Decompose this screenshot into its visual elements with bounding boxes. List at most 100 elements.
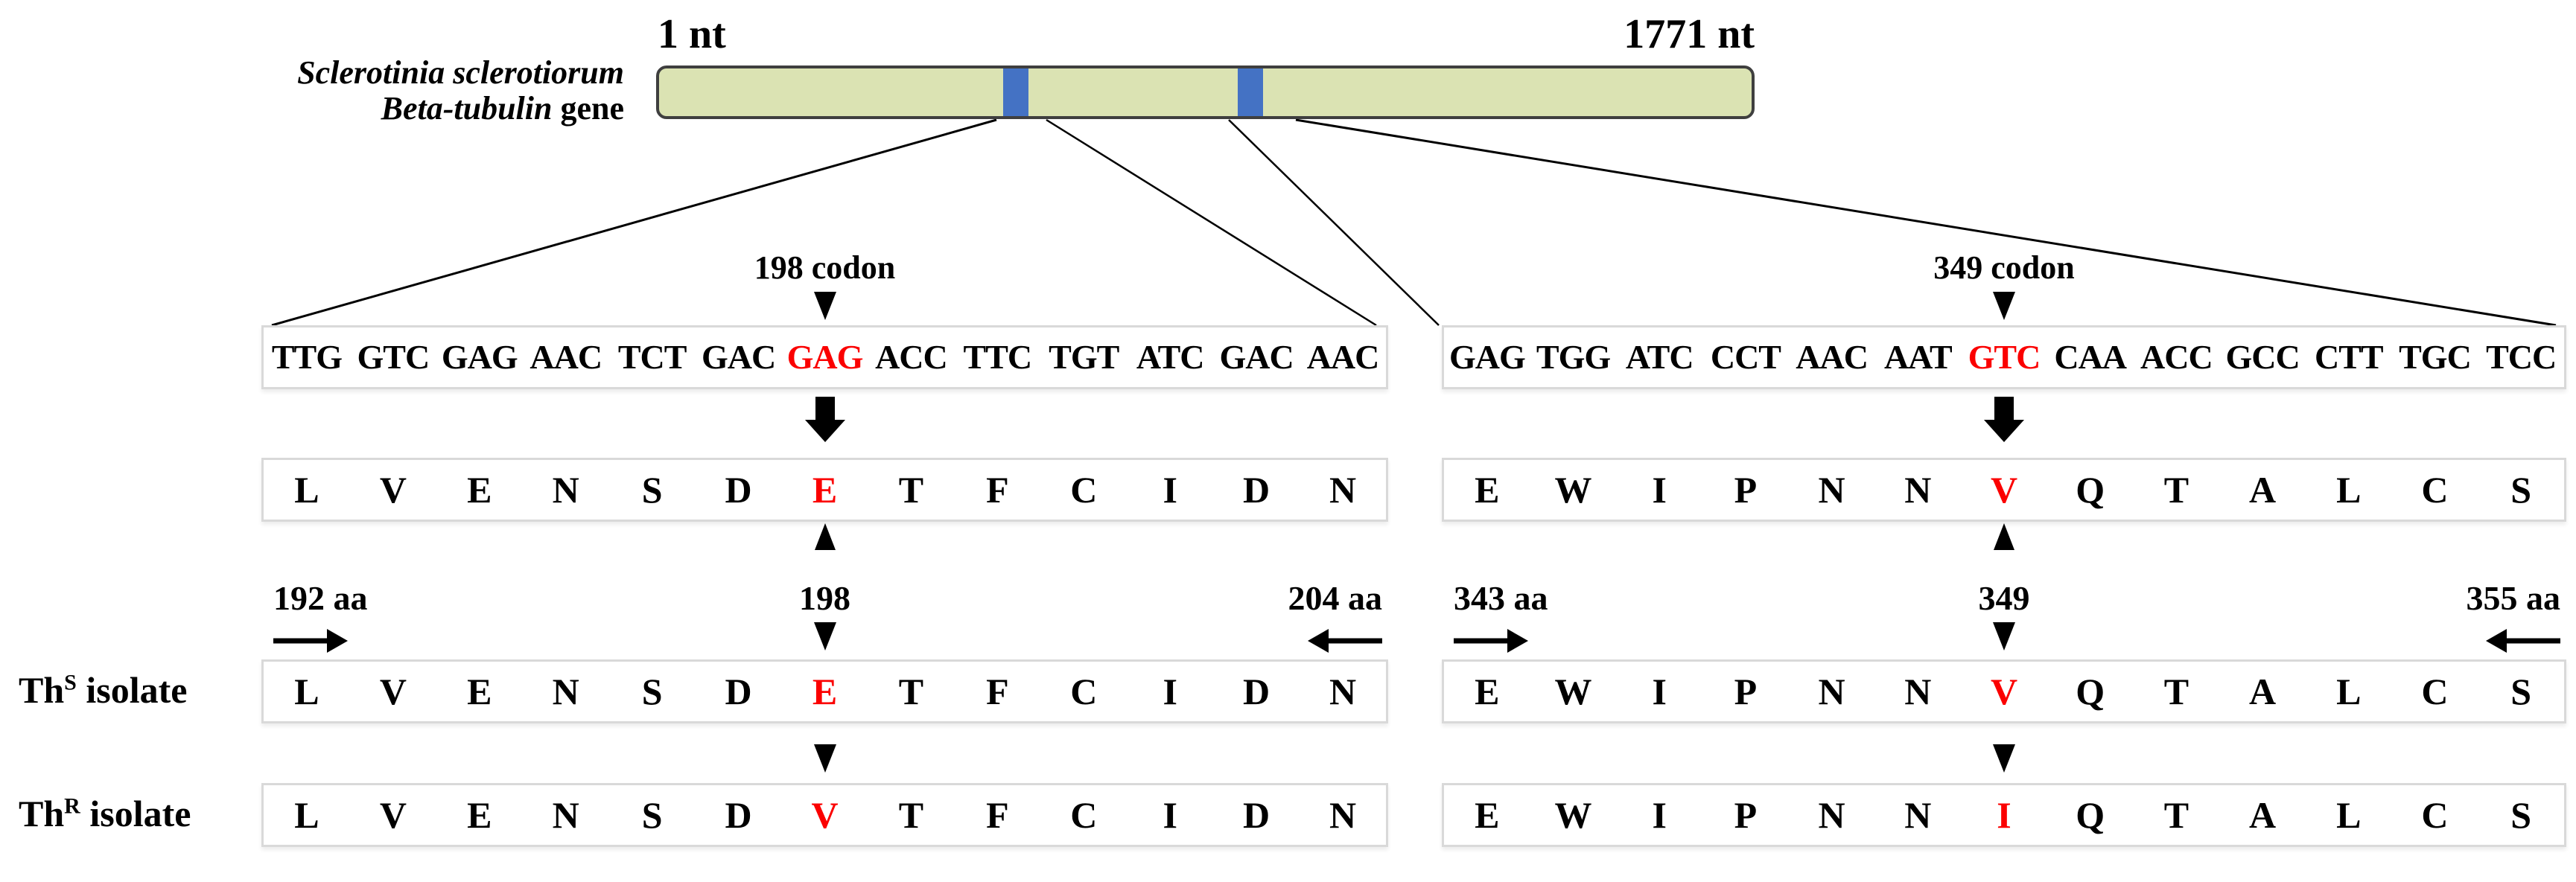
- down-triangle-icon: [813, 744, 836, 773]
- down-triangle-icon: [1993, 622, 2015, 651]
- seq-cell: E: [1475, 671, 1500, 712]
- seq-cell: S: [2510, 671, 2532, 712]
- seq-cell: P: [1734, 794, 1758, 836]
- seq-cell: V: [379, 671, 407, 712]
- highlighted-seq-cell: V: [1990, 469, 2018, 511]
- seq-cell: TGC: [2399, 338, 2472, 376]
- seq-cell: F: [986, 469, 1009, 511]
- seq-cell: C: [2421, 794, 2449, 836]
- seq-cell: P: [1734, 671, 1758, 712]
- arrow-stem: [1994, 397, 2014, 420]
- seq-cell: V: [379, 794, 407, 836]
- seq-cell: GCC: [2225, 338, 2300, 376]
- superscript-s: S: [64, 670, 77, 695]
- seq-cell: D: [1243, 671, 1270, 712]
- up-triangle-icon: [814, 523, 836, 550]
- seq-cell: TTC: [963, 338, 1033, 376]
- highlighted-seq-cell: GAG: [786, 338, 864, 376]
- seq-cell: I: [1652, 469, 1667, 511]
- seq-cell: T: [2163, 794, 2189, 836]
- seq-cell: E: [1475, 794, 1500, 836]
- arrow-head: [1984, 420, 2024, 442]
- codon-position-label: 349: [1978, 579, 2030, 617]
- seq-cell: GAC: [701, 338, 776, 376]
- seq-cell: A: [2249, 671, 2277, 712]
- seq-cell: D: [1243, 469, 1270, 511]
- seq-cell: N: [552, 671, 579, 712]
- seq-cell: S: [641, 794, 663, 836]
- gene-name-label: Sclerotinia sclerotiorum Beta-tubulin ge…: [297, 55, 624, 127]
- seq-cell: D: [725, 671, 752, 712]
- right-arrow-icon: [1454, 629, 1528, 653]
- seq-cell: L: [294, 469, 319, 511]
- seq-cell: E: [467, 794, 492, 836]
- seq-cell: T: [898, 469, 924, 511]
- seq-cell: W: [1554, 794, 1592, 836]
- seq-cell: Q: [2076, 469, 2105, 511]
- seq-cell: TCT: [617, 338, 687, 376]
- down-triangle-icon: [813, 622, 836, 651]
- seq-cell: GAC: [1219, 338, 1294, 376]
- left-arrow-icon: [2486, 629, 2560, 653]
- seq-cell: C: [1070, 794, 1098, 836]
- seq-cell: L: [294, 671, 319, 712]
- highlighted-seq-cell: V: [1990, 671, 2018, 712]
- seq-cell: L: [2336, 794, 2362, 836]
- seq-cell: AAC: [1796, 338, 1869, 376]
- seq-cell: N: [1904, 794, 1932, 836]
- seq-cell: CTT: [2314, 338, 2384, 376]
- seq-cell: I: [1652, 794, 1667, 836]
- highlighted-seq-cell: V: [811, 794, 839, 836]
- seq-cell: N: [552, 794, 579, 836]
- seq-cell: E: [467, 469, 492, 511]
- seq-cell: I: [1652, 671, 1667, 712]
- mutation-site-marker-349: [1238, 68, 1263, 116]
- seq-cell: TTG: [271, 338, 343, 376]
- seq-cell: S: [2510, 794, 2532, 836]
- mutation-site-marker-198: [1003, 68, 1028, 116]
- species-name: Sclerotinia sclerotiorum: [297, 54, 624, 91]
- seq-cell: D: [1243, 794, 1270, 836]
- seq-cell: CAA: [2054, 338, 2127, 376]
- seq-cell: N: [1329, 671, 1357, 712]
- seq-cell: GAG: [1448, 338, 1526, 376]
- seq-cell: N: [552, 469, 579, 511]
- seq-cell: I: [1163, 794, 1177, 836]
- seq-cell: A: [2249, 469, 2277, 511]
- codon-label: 349 codon: [1933, 249, 2075, 286]
- seq-cell: C: [1070, 671, 1098, 712]
- gene-bar: [656, 65, 1755, 119]
- seq-cell: N: [1329, 469, 1357, 511]
- arrow-head: [804, 420, 845, 442]
- highlighted-seq-cell: E: [812, 469, 838, 511]
- seq-cell: N: [1904, 469, 1932, 511]
- seq-cell: N: [1818, 671, 1845, 712]
- seq-cell: T: [2163, 469, 2189, 511]
- range-end-label: 204 aa: [1288, 579, 1383, 617]
- codon-label: 198 codon: [754, 249, 896, 286]
- down-triangle-icon: [1993, 292, 2015, 320]
- seq-cell: C: [1070, 469, 1098, 511]
- seq-cell: ACC: [875, 338, 948, 376]
- right-arrow-icon: [273, 629, 348, 653]
- highlighted-seq-cell: I: [1997, 794, 2011, 836]
- seq-cell: N: [1329, 794, 1357, 836]
- seq-cell: Q: [2076, 671, 2105, 712]
- down-arrow-icon: [1984, 397, 2024, 442]
- down-triangle-icon: [813, 292, 836, 320]
- seq-cell: S: [641, 671, 663, 712]
- seq-cell: GAG: [441, 338, 518, 376]
- seq-cell: D: [725, 469, 752, 511]
- range-start-label: 192 aa: [273, 579, 368, 617]
- seq-cell: N: [1818, 469, 1845, 511]
- seq-cell: Q: [2076, 794, 2105, 836]
- seq-cell: C: [2421, 671, 2449, 712]
- seq-cell: CCT: [1710, 338, 1781, 376]
- seq-cell: T: [898, 671, 924, 712]
